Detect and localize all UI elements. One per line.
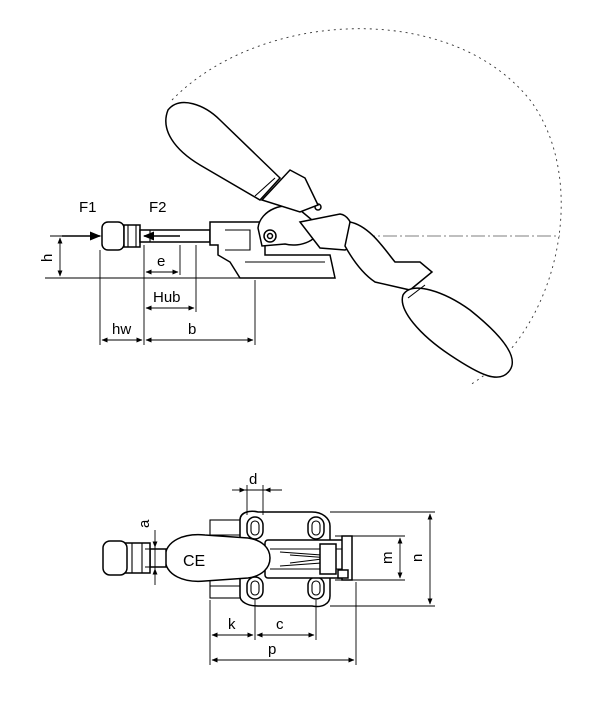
handle-lever	[260, 169, 434, 291]
label-b: b	[188, 321, 196, 338]
label-f2: F2	[149, 199, 167, 216]
handle-grip-upper	[165, 101, 282, 201]
label-a: a	[136, 519, 153, 528]
label-h: h	[39, 254, 56, 262]
mounting-slots	[246, 516, 325, 600]
label-d: d	[249, 471, 257, 488]
handle-swing-arc	[171, 28, 562, 386]
top-view: CE a d m n k c p	[102, 471, 435, 665]
label-n: n	[409, 554, 426, 562]
label-hub: Hub	[153, 289, 181, 306]
label-k: k	[228, 616, 236, 633]
handle-grip-lower	[401, 284, 513, 378]
ce-mark: CE	[183, 553, 205, 570]
linkage	[257, 203, 354, 251]
label-m: m	[379, 552, 396, 565]
label-hw: hw	[112, 321, 131, 338]
label-p: p	[268, 641, 276, 658]
label-e: e	[157, 253, 165, 270]
label-f1: F1	[79, 199, 97, 216]
handle-top	[102, 533, 271, 583]
label-c: c	[276, 616, 284, 633]
side-view: F1 F2 h e Hub hw b	[39, 28, 562, 386]
linkage-top	[264, 535, 353, 581]
